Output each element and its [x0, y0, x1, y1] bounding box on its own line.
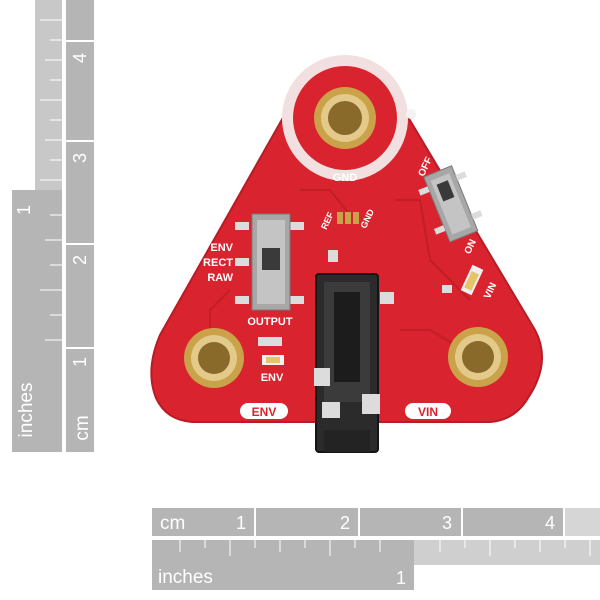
- env-led: [258, 337, 284, 365]
- v-cm-unit: cm: [72, 415, 93, 440]
- env-mounting-hole: [184, 328, 244, 388]
- pad-label-env: ENV: [252, 405, 277, 419]
- horizontal-ruler-cm: cm 1 2 3 4: [152, 508, 600, 536]
- switch-option-raw: RAW: [207, 272, 233, 284]
- h-cm-unit: cm: [160, 513, 185, 534]
- v-cm-number-2: 2: [70, 255, 90, 265]
- h-cm-number-1: 1: [236, 513, 246, 533]
- vin-mounting-hole: [448, 327, 508, 387]
- gnd-mounting-hole: [282, 55, 416, 181]
- v-cm-number-1: 1: [70, 357, 90, 367]
- pcb-board: GND ENV VIN ENV RECT RAW: [150, 55, 544, 453]
- switch-option-env: ENV: [210, 242, 233, 254]
- audio-jack: [314, 250, 394, 453]
- v-inch-unit: inches: [16, 383, 37, 438]
- h-cm-number-2: 2: [340, 513, 350, 533]
- v-cm-number-4: 4: [70, 53, 90, 63]
- v-inch-number-1: 1: [14, 205, 34, 215]
- pad-label-gnd: GND: [333, 172, 358, 184]
- h-cm-number-4: 4: [545, 513, 555, 533]
- ref-jumper: [337, 212, 359, 224]
- led-label-env: ENV: [261, 372, 284, 384]
- power-slide-switch: [418, 165, 483, 243]
- vertical-ruler-cm: 4 3 2 1 cm: [66, 0, 94, 452]
- pad-label-vin: VIN: [418, 405, 438, 419]
- vertical-ruler-inches: 1 inches: [12, 0, 62, 452]
- h-inch-unit: inches: [158, 567, 213, 588]
- h-inch-number-1: 1: [396, 568, 406, 588]
- vin-led: [442, 264, 484, 296]
- output-slide-switch: [235, 213, 304, 311]
- horizontal-ruler-inches: inches 1: [152, 540, 600, 590]
- h-cm-number-3: 3: [442, 513, 452, 533]
- v-cm-number-3: 3: [70, 153, 90, 163]
- switch-option-rect: RECT: [203, 257, 233, 269]
- switch-title-output: OUTPUT: [247, 316, 293, 328]
